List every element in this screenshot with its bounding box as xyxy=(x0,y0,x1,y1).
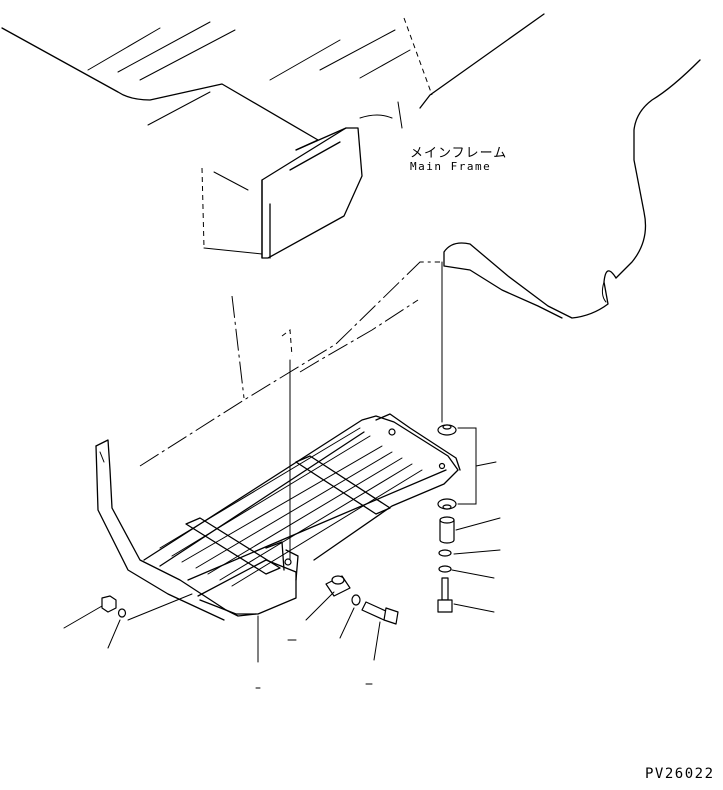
frame-bracket xyxy=(201,127,363,259)
main-frame-label-en: Main Frame xyxy=(410,160,492,173)
reference-line-mid xyxy=(299,299,419,373)
right-fasteners xyxy=(437,424,457,613)
reference-line-frame-edge xyxy=(139,261,440,467)
step-assembly xyxy=(95,413,461,621)
hidden-hole-marks xyxy=(281,329,293,357)
callout-leaders xyxy=(63,427,501,689)
drawing-number: PV26022 xyxy=(645,766,715,782)
left-fasteners xyxy=(101,575,399,625)
main-frame-label-jp: メインフレーム xyxy=(410,146,508,161)
right-frame-arm xyxy=(443,59,701,319)
reference-line-vertical xyxy=(231,295,245,399)
main-frame-outline xyxy=(1,13,545,151)
